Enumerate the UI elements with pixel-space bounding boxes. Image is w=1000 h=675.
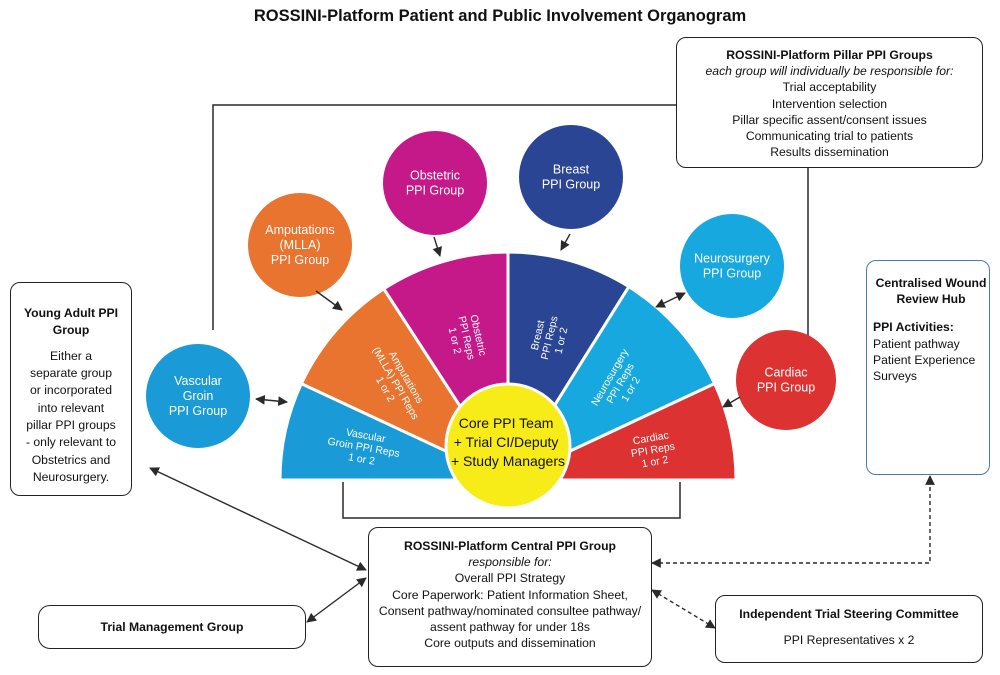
young-adult-text: pillar PPI groups — [26, 417, 116, 432]
arrow-cardiac — [722, 396, 741, 408]
pillar-item: Trial acceptability — [782, 80, 877, 95]
wound-hub-activity: Patient Experience — [873, 352, 976, 367]
central-heading: ROSSINI-Platform Central PPI Group — [404, 539, 616, 553]
arrow-neurosurgery — [655, 292, 686, 308]
young-adult-heading-2: Group — [52, 323, 90, 338]
arrow-young-adult-central — [149, 467, 367, 571]
pillar-item: Results dissemination — [770, 145, 889, 160]
trial-management-box: Trial Management Group — [38, 605, 306, 649]
arrows — [149, 233, 935, 629]
pillar-subheading: each group will individually be responsi… — [705, 64, 954, 79]
central-subheading: responsible for: — [468, 555, 552, 570]
pillar-bracket-line — [212, 104, 676, 330]
pillar-heading: ROSSINI-Platform Pillar PPI Groups — [726, 48, 933, 62]
central-line: Core Paperwork: Patient Information Shee… — [392, 587, 628, 602]
wound-hub-heading-2: Review Hub — [896, 292, 966, 307]
page-title: ROSSINI-Platform Patient and Public Invo… — [253, 7, 747, 25]
wound-hub-activity: Patient pathway — [873, 336, 960, 351]
young-adult-text: separate group — [30, 365, 112, 380]
young-adult-heading-1: Young Adult PPI — [23, 306, 119, 320]
pillar-item: Intervention selection — [771, 96, 888, 111]
young-adult-text: Obstetrics and — [31, 452, 111, 467]
central-line: Consent pathway/nominated consultee path… — [378, 603, 642, 618]
segment-label-breast: BreastPPI Reps1 or 2 — [527, 312, 572, 363]
young-adult-box: Young Adult PPI Group Either a separate … — [10, 282, 132, 496]
central-line: Core outputs and dissemination — [424, 636, 596, 651]
central-line: assent pathway for under 18s — [430, 620, 590, 635]
core-line-3: + Study Managers — [451, 453, 565, 469]
core-line-2: + Trial CI/Deputy — [454, 434, 559, 450]
arrow-obstetric — [432, 236, 443, 257]
steering-heading: Independent Trial Steering Committee — [739, 607, 959, 621]
steering-body: PPI Representatives x 2 — [783, 633, 915, 648]
central-ppi-group-box: ROSSINI-Platform Central PPI Group respo… — [368, 527, 652, 667]
pillar-item: Pillar specific assent/consent issues — [732, 112, 927, 127]
pillar-groups-box: ROSSINI-Platform Pillar PPI Groups each … — [676, 37, 983, 168]
trial-management-label: Trial Management Group — [100, 620, 244, 634]
arrow-central-wound-hub — [651, 475, 935, 568]
young-adult-text: - only relevant to — [25, 435, 117, 450]
svg-text:Core PPI Team + Trial CI: Core PPI Team + Trial CI/Deputy + Study … — [451, 415, 565, 469]
arrow-breast — [560, 233, 571, 251]
wound-review-hub-box: Centralised Wound Review Hub PPI Activit… — [866, 260, 990, 475]
arrow-vascular — [255, 394, 288, 407]
segment-label-vascular: VascularGroin PPI Reps1 or 2 — [325, 424, 403, 472]
wound-hub-activities-heading: PPI Activities: — [873, 320, 954, 335]
arrow-central-steering — [651, 589, 716, 629]
fan-segments: VascularGroin PPI Reps1 or 2Amputations(… — [278, 250, 738, 482]
young-adult-text: Either a — [49, 348, 92, 363]
young-adult-text: into relevant — [37, 400, 105, 415]
central-line: Overall PPI Strategy — [454, 571, 566, 586]
wound-hub-activity: Surveys — [873, 369, 918, 384]
segment-label-cardiac: CardiacPPI Reps1 or 2 — [628, 429, 678, 472]
circle-amputations-ppi-group: Amputations(MLLA)PPI Group — [248, 193, 352, 297]
core-line-1: Core PPI Team — [459, 415, 554, 431]
arrow-amputations — [315, 290, 343, 311]
young-adult-text: Neurosurgery. — [32, 469, 110, 484]
arrow-management-central — [306, 577, 367, 623]
pillar-item: Communicating trial to patients — [745, 129, 914, 144]
wound-hub-heading-1: Centralised Wound — [875, 276, 987, 290]
young-adult-text: or incorporated — [30, 383, 112, 398]
steering-committee-box: Independent Trial Steering Committee PPI… — [715, 595, 983, 663]
core-team-circle: Core PPI Team + Trial CI/Deputy + Study … — [444, 382, 572, 510]
circle-label-amputations: Amputations(MLLA)PPI Group — [265, 223, 334, 267]
